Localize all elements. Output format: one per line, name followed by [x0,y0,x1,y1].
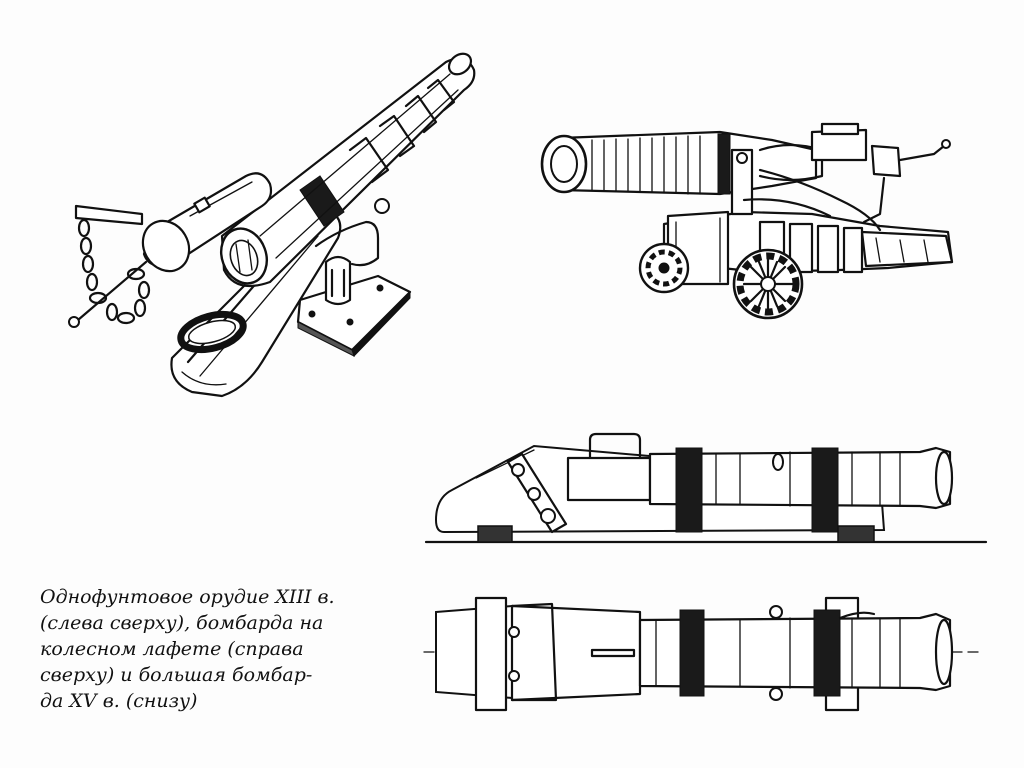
lashing-left [675,447,703,533]
one-pound-gun-figure [68,52,476,398]
chock-right [837,525,875,543]
gun-chamber [68,172,273,328]
caption-line: да XV в. (снизу) [40,690,198,712]
wheeled-bombard-figure [540,122,954,320]
caption-line: (слева сверху), бомбарда на [40,612,324,634]
bombard-barrel-top [638,605,954,701]
bombard-barrel-side [648,446,954,510]
caption-line: колесном лафете (справа [40,638,304,660]
top-lashing-left [679,609,705,697]
bombard-carriage [662,210,954,286]
fork-bolt [374,198,390,214]
bombard-wheel-right [732,248,804,320]
caption-line: сверху) и большая бомбар- [40,664,313,686]
gun-chain [74,204,151,325]
gun-base-plate [296,255,412,357]
chock-left [477,525,513,543]
bombard-handle [588,432,642,462]
lashing-right [811,447,839,533]
large-bombard-top-figure [423,596,985,712]
bombard-elevation-rack [742,122,951,232]
figure-caption: Однофунтовое орудие XIII в. (слева сверх… [40,584,335,714]
gun-fork [314,220,380,267]
bombard-wheel-left [638,242,690,294]
stock-ring [177,310,247,354]
gun-barrel [220,52,476,288]
bombard-barrel [540,130,824,216]
large-bombard-side-figure [424,432,988,544]
top-lashing-right [813,609,841,697]
caption-line: Однофунтовое орудие XIII в. [40,586,335,608]
